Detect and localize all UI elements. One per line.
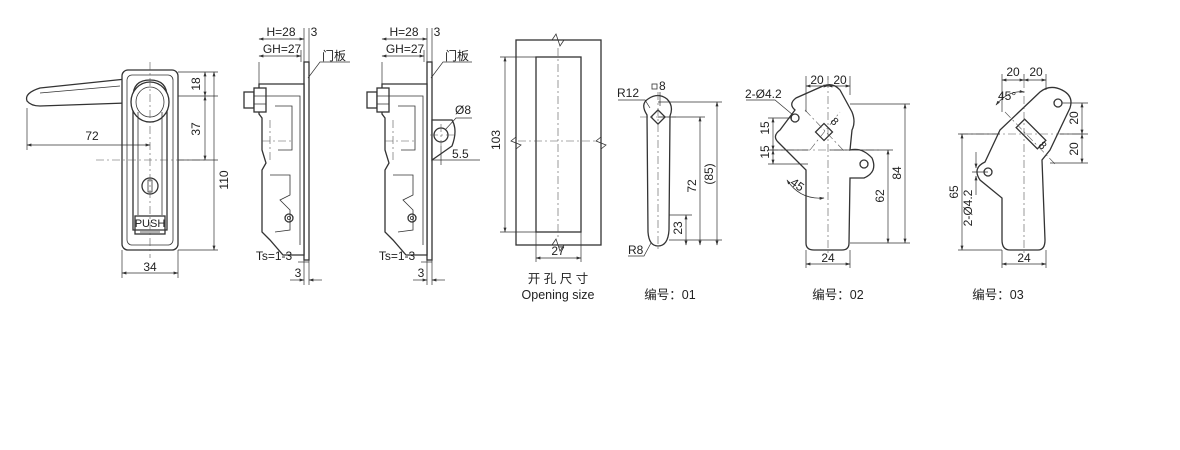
caption: 编号：03 (972, 287, 1023, 302)
dim-square: 8 (659, 79, 666, 93)
panel-label: 门板 (322, 48, 346, 63)
side-view-1: H=28 3 GH=27 门板 Ts=1-3 3 (243, 25, 350, 285)
panel-label: 门板 (445, 48, 469, 63)
dim-ts: Ts=1-3 (379, 249, 416, 263)
dim-bottom: 3 (418, 266, 425, 280)
side-view-2: Ø8 5.5 H=28 3 GH=27 门板 Ts=1-3 3 (366, 25, 480, 285)
dim-radius-bottom: R8 (628, 243, 644, 257)
dim-mid: 62 (873, 189, 887, 203)
dim-width: 34 (143, 260, 157, 274)
dim-h1: 15 (758, 121, 772, 135)
dim-radius-top: R12 (617, 86, 639, 100)
dim-offset: 5.5 (452, 147, 469, 161)
dim-height: 110 (217, 170, 231, 189)
dim-holes: 2-Ø4.2 (745, 87, 782, 101)
opening-view: 103 27 开 孔 尺 寸 Opening size (489, 33, 607, 302)
dim-hole: Ø8 (455, 103, 471, 117)
dim-length: 72 (685, 179, 699, 193)
dim-short: 23 (671, 221, 685, 235)
dim-angle: 45° (998, 89, 1016, 103)
dim-w2: 20 (833, 73, 847, 87)
dim-height: 65 (947, 185, 961, 199)
dim-gh: GH=27 (386, 42, 425, 56)
dim-gap: 3 (434, 25, 441, 39)
caption: 编号：01 (644, 287, 695, 302)
dim-h: H=28 (266, 25, 295, 39)
dim-reach: 72 (85, 129, 99, 143)
dim-h2: 20 (1067, 142, 1081, 156)
caption-cn: 开 孔 尺 寸 (528, 272, 588, 286)
cam-03: 20 20 45° 20 20 8 65 2-Ø4.2 24 编号：03 (947, 65, 1088, 302)
dim-angle: 45 (788, 175, 807, 194)
dim-h2: 15 (758, 145, 772, 159)
dim-width: 24 (821, 251, 835, 265)
dim-holes: 2-Ø4.2 (961, 189, 975, 226)
dim-mid: 37 (189, 122, 203, 136)
dim-gh: GH=27 (263, 42, 302, 56)
cam-02: 20 20 2-Ø4.2 15 15 8 45 84 62 24 编号：02 (745, 73, 910, 302)
dim-top: 18 (189, 77, 203, 91)
front-view: PUSH 18 37 110 72 34 (25, 62, 231, 278)
dim-bottom: 3 (295, 266, 302, 280)
dim-height: 84 (890, 166, 904, 180)
dim-w1: 20 (810, 73, 824, 87)
dim-width: 24 (1017, 251, 1031, 265)
dim-h1: 20 (1067, 111, 1081, 125)
dim-total: (85) (702, 163, 716, 184)
cam-01: 8 R12 (85) 72 23 R8 编号：01 (617, 79, 722, 302)
dim-w2: 20 (1029, 65, 1043, 79)
dim-width: 27 (551, 244, 565, 258)
caption: 编号：02 (812, 287, 863, 302)
dim-h: H=28 (389, 25, 418, 39)
dim-gap: 3 (311, 25, 318, 39)
dim-height: 103 (489, 130, 503, 150)
caption-en: Opening size (522, 288, 595, 302)
dim-w1: 20 (1006, 65, 1020, 79)
dim-ts: Ts=1-3 (256, 249, 293, 263)
